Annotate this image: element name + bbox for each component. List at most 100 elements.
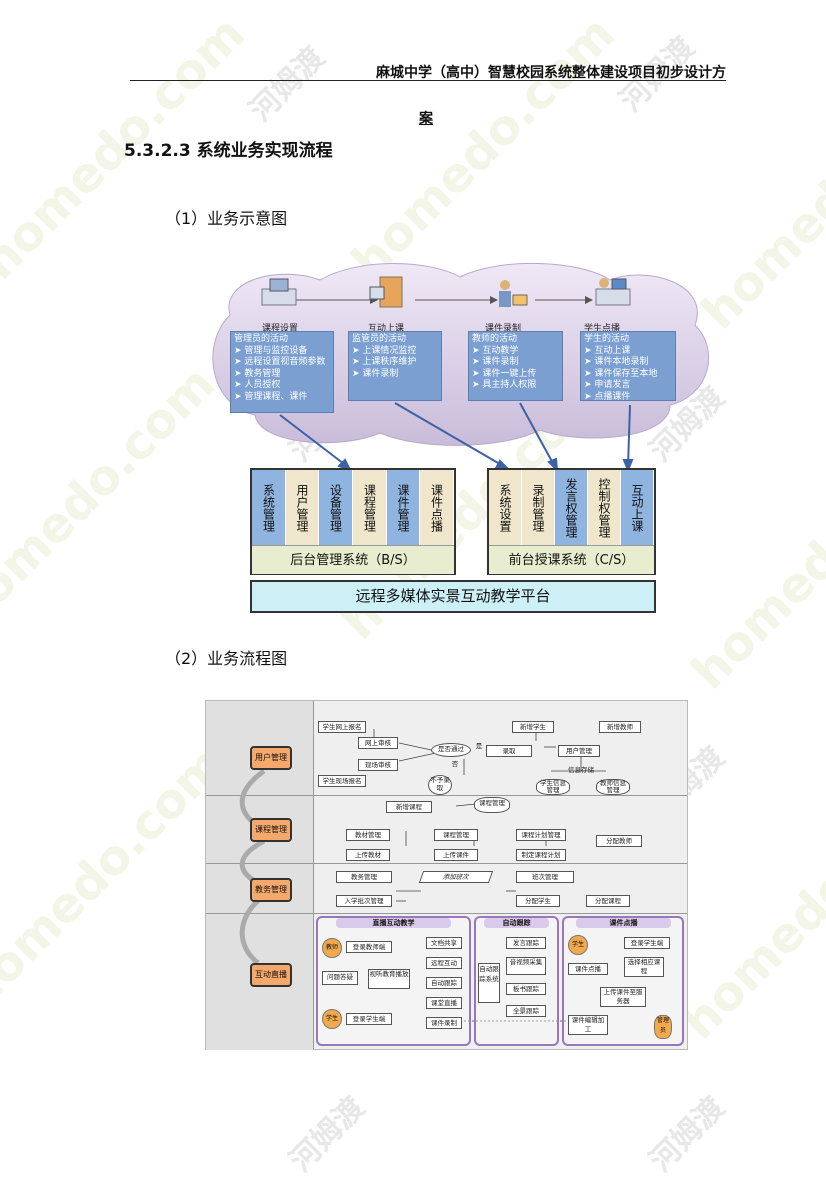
flow-box-course-plan-management: 课程计划管理 bbox=[516, 829, 566, 841]
actor-student-circle: 学生 bbox=[322, 1009, 342, 1029]
section-title: 5.3.2.3 系统业务实现流程 bbox=[124, 141, 333, 161]
connector-arrows bbox=[279, 402, 634, 473]
actor-admin-circle: 管理员 bbox=[654, 1015, 672, 1039]
flow-box-online-signup: 学生网上报名 bbox=[318, 721, 366, 733]
backend-system-name: 后台管理系统（B/S） bbox=[252, 545, 454, 574]
role-label-courseware-record: 课件录制 bbox=[485, 324, 522, 334]
group-title-live-teaching: 直播互动教学 bbox=[336, 918, 451, 928]
flow-box-upload-server: 上传课件至服务器 bbox=[600, 987, 646, 1007]
flow-box-doc-sharing: 文档共享 bbox=[426, 937, 462, 949]
flow-box-add-class: 添加班次 bbox=[418, 871, 494, 883]
flow-box-auto-track: 自动跟踪 bbox=[426, 977, 462, 989]
flow-box-av-playback: 视听教育播放 bbox=[368, 969, 410, 989]
flow-box-qa: 问题答疑 bbox=[322, 971, 358, 985]
flow-box-class-management: 班次管理 bbox=[516, 871, 574, 883]
header-rule bbox=[130, 80, 726, 81]
flow-label-yes: 是 bbox=[475, 742, 483, 750]
module-control-rights: 控制权管理 bbox=[588, 470, 621, 545]
module-recording-management: 录制管理 bbox=[522, 470, 555, 545]
flow-box-admit: 录取 bbox=[486, 745, 532, 757]
admin-desk-icon bbox=[261, 278, 297, 306]
flow-box-info-store: 信息存储 bbox=[568, 766, 594, 774]
watermark-text-cn: 河姆渡 bbox=[283, 1090, 372, 1179]
flow-box-materials-management: 教材管理 bbox=[346, 829, 390, 841]
flow-box-new-teacher: 新增教师 bbox=[599, 721, 641, 733]
module-system-settings: 系统设置 bbox=[489, 470, 522, 545]
lane-label-academic-affairs: 教务管理 bbox=[250, 878, 292, 902]
flow-box-assign-teacher: 分配教师 bbox=[596, 835, 642, 847]
lane-label-course-management: 课程管理 bbox=[250, 818, 292, 842]
module-user-management: 用户管理 bbox=[286, 470, 319, 545]
group-title-auto-tracking: 自动跟踪 bbox=[484, 918, 549, 928]
page-header-title: 麻城中学（高中）智慧校园系统整体建设项目初步设计方 bbox=[376, 65, 726, 81]
flow-box-panorama-tracking: 全景跟踪 bbox=[506, 1005, 546, 1017]
flow-box-courseware-edit: 课件编辑加工 bbox=[568, 1015, 608, 1035]
module-device-management: 设备管理 bbox=[319, 470, 353, 545]
flow-box-assign-students: 分配学生 bbox=[516, 895, 560, 907]
flow-box-vod-student-login: 登录学生端 bbox=[624, 937, 670, 949]
watermark-text: homedo.com bbox=[340, 5, 626, 291]
watermark-text: homedo.com bbox=[0, 735, 236, 1021]
page-header-title-cont: 案 bbox=[419, 111, 433, 127]
flow-box-upload-courseware: 上传课件 bbox=[434, 849, 478, 861]
flow-box-online-review: 网上审核 bbox=[358, 737, 398, 749]
teacher-icon bbox=[499, 280, 528, 307]
role-label-student-vod: 学生点播 bbox=[584, 324, 621, 334]
flow-box-speech-tracking: 发言跟踪 bbox=[506, 937, 546, 949]
flow-box-onsite-signup: 学生现场报名 bbox=[318, 775, 366, 787]
actor-student-vod-circle: 学生 bbox=[568, 935, 588, 955]
frontend-system-name: 前台授课系统（C/S） bbox=[489, 545, 654, 574]
subsection-1-title: （1）业务示意图 bbox=[165, 209, 288, 228]
role-label-course-setup: 课程设置 bbox=[262, 324, 299, 334]
flow-db-teacher-info: 教师信息管理 bbox=[596, 779, 630, 795]
lane-label-user-management: 用户管理 bbox=[250, 746, 292, 770]
monitor-screen-icon bbox=[369, 276, 403, 308]
flow-box-courseware-record: 课件录制 bbox=[426, 1017, 462, 1029]
lane-label-live-interaction: 互动直播 bbox=[250, 963, 292, 987]
module-system-management: 系统管理 bbox=[252, 470, 286, 545]
flow-box-student-login: 登录学生端 bbox=[346, 1013, 392, 1025]
flow-box-class-live: 课堂直播 bbox=[426, 997, 462, 1009]
flow-box-course-management: 课程管理 bbox=[434, 829, 478, 841]
subsection-2-title: （2）业务流程图 bbox=[165, 649, 288, 668]
platform-bar: 远程多媒体实景互动教学平台 bbox=[250, 580, 656, 613]
flow-box-intake-batch: 入学批次管理 bbox=[336, 895, 392, 907]
flow-box-user-management: 用户管理 bbox=[558, 745, 600, 757]
flow-box-remote-interaction: 远程互动 bbox=[426, 957, 462, 969]
flow-box-make-course-plan: 制定课程计划 bbox=[516, 849, 566, 861]
module-interactive-class: 互动上课 bbox=[621, 470, 654, 545]
backend-system-block: 系统管理 用户管理 设备管理 课程管理 课件管理 课件点播 后台管理系统（B/S… bbox=[250, 468, 456, 575]
watermark-text: homedo.com bbox=[0, 355, 226, 641]
module-courseware-management: 课件管理 bbox=[387, 470, 420, 545]
flow-box-new-course: 新增课程 bbox=[386, 801, 432, 813]
flow-box-assign-courses: 分配课程 bbox=[586, 895, 630, 907]
flow-db-course-management: 课程管理 bbox=[474, 797, 510, 813]
admin-activity-box: 管理员的活动 ➤ 管理与监控设备 ➤ 远程设置视音频参数 ➤ 教务管理 ➤ 人员… bbox=[230, 331, 334, 413]
watermark-text-cn: 河姆渡 bbox=[643, 1090, 732, 1179]
flow-box-teacher-login: 登录教师端 bbox=[346, 941, 392, 953]
student-activity-box: 学生的活动 ➤ 互动上课 ➤ 课件本地录制 ➤ 课件保存至本地 ➤ 申请发言 ➤… bbox=[580, 331, 676, 402]
watermark-text: homedo.com bbox=[670, 765, 826, 1051]
teacher-activity-box: 教师的活动 ➤ 互动教学 ➤ 课件录制 ➤ 课件一键上传 ➤ 具主持人权限 bbox=[468, 331, 563, 401]
frontend-system-block: 系统设置 录制管理 发言权管理 控制权管理 互动上课 前台授课系统（C/S） bbox=[487, 468, 656, 575]
flow-box-av-capture: 音视频采集 bbox=[506, 957, 546, 975]
flow-box-tracking-system: 自动跟踪系统 bbox=[478, 963, 500, 1003]
flow-box-new-student: 新增学生 bbox=[512, 721, 554, 733]
module-courseware-vod: 课件点播 bbox=[420, 470, 454, 545]
actor-teacher-circle: 教师 bbox=[322, 938, 342, 958]
flow-db-student-info: 学生信息管理 bbox=[536, 779, 570, 795]
supervisor-activity-box: 监管员的活动 ➤ 上课情况监控 ➤ 上课秩序维护 ➤ 课件录制 bbox=[348, 331, 442, 401]
flow-box-onsite-review: 现场审核 bbox=[358, 759, 398, 771]
group-title-courseware-vod: 课件点播 bbox=[576, 918, 671, 928]
business-schematic-diagram: 课程设置 互动上课 课件录制 学生点播 管理员的活动 ➤ 管理与监控设备 ➤ 远… bbox=[200, 255, 720, 620]
flow-box-board-tracking: 板书跟踪 bbox=[506, 983, 546, 995]
role-label-interactive-class: 互动上课 bbox=[368, 324, 405, 334]
flow-box-academic-affairs: 教务管理 bbox=[336, 871, 392, 883]
business-flowchart: 用户管理 课程管理 教务管理 互动直播 学生网上报名 网上审核 现场审核 学生现… bbox=[205, 700, 688, 1050]
flow-box-vod: 课件点播 bbox=[568, 963, 608, 975]
flow-decision-pass: 是否通过 bbox=[431, 743, 471, 757]
flow-box-reject: 不予录取 bbox=[428, 775, 452, 795]
flow-label-no: 否 bbox=[451, 760, 459, 768]
flow-box-upload-materials: 上传教材 bbox=[346, 849, 390, 861]
flow-box-select-course: 选择相应课程 bbox=[624, 957, 664, 977]
